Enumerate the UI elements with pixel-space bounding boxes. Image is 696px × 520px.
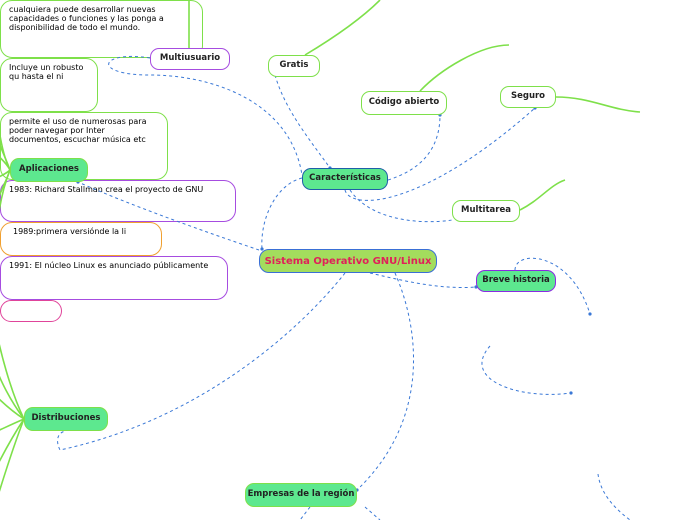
link-1989 [481, 345, 572, 395]
link-seguro [344, 107, 536, 201]
node-aplicaciones[interactable]: Aplicaciones [10, 158, 88, 182]
node-caracteristicas[interactable]: Características [302, 168, 388, 190]
note-history-1983: 1983: Richard Stallman crea el proyecto … [0, 180, 236, 222]
link-multiusuario [108, 55, 303, 176]
note-history-1991: 1991: El núcleo Linux es anunciado públi… [0, 256, 228, 300]
link-empresas-down-1 [299, 506, 311, 520]
note-seguro: Incluye un robusto qu hasta el ni [0, 58, 98, 112]
branch-seguro-note [555, 96, 641, 113]
node-distribuciones[interactable]: Distribuciones [24, 407, 108, 431]
link-empresas-down-2 [364, 506, 381, 520]
link-distribuciones [57, 272, 346, 451]
node-empresas[interactable]: Empresas de la región [245, 483, 357, 507]
node-gratis[interactable]: Gratis [268, 55, 320, 77]
link-1983 [514, 257, 591, 315]
root-node[interactable]: Sistema Operativo GNU/Linux [259, 249, 437, 273]
branch-dis-1 [0, 344, 25, 420]
link-empresas [356, 272, 415, 491]
link-caracteristicas-root [261, 177, 303, 250]
link-codigo [387, 114, 441, 181]
link-multitarea [349, 189, 453, 223]
branch-dis-2 [0, 375, 25, 420]
branch-apl-1 [0, 130, 11, 171]
link-aplicaciones [77, 181, 260, 251]
link-1991-next [597, 473, 631, 520]
branch-codigo-note [419, 44, 510, 92]
node-multiusuario[interactable]: Multiusuario [150, 48, 230, 70]
branch-apl-5 [0, 169, 11, 197]
node-breve-historia[interactable]: Breve historia [476, 270, 556, 292]
node-multitarea[interactable]: Multitarea [452, 200, 520, 222]
branch-dis-3 [0, 398, 25, 420]
link-gratis [274, 74, 331, 169]
link-endpoint-6 [588, 312, 592, 316]
node-codigo-abierto[interactable]: Código abierto [361, 91, 447, 115]
branch-dis-5 [0, 418, 25, 462]
branch-dis-4 [0, 418, 25, 431]
branch-apl-6 [0, 169, 11, 211]
branch-apl-4 [0, 169, 11, 178]
branch-gratis-top [304, 0, 381, 56]
branch-apl-3 [0, 156, 11, 171]
link-endpoint-7 [569, 391, 573, 395]
branch-multitarea-note [519, 179, 566, 211]
node-seguro[interactable]: Seguro [500, 86, 556, 108]
note-history-next [0, 300, 62, 322]
note-history-1989: 1989:primera versiónde la li [0, 222, 162, 256]
branch-dis-6 [0, 418, 25, 492]
link-breve-historia [369, 272, 477, 289]
